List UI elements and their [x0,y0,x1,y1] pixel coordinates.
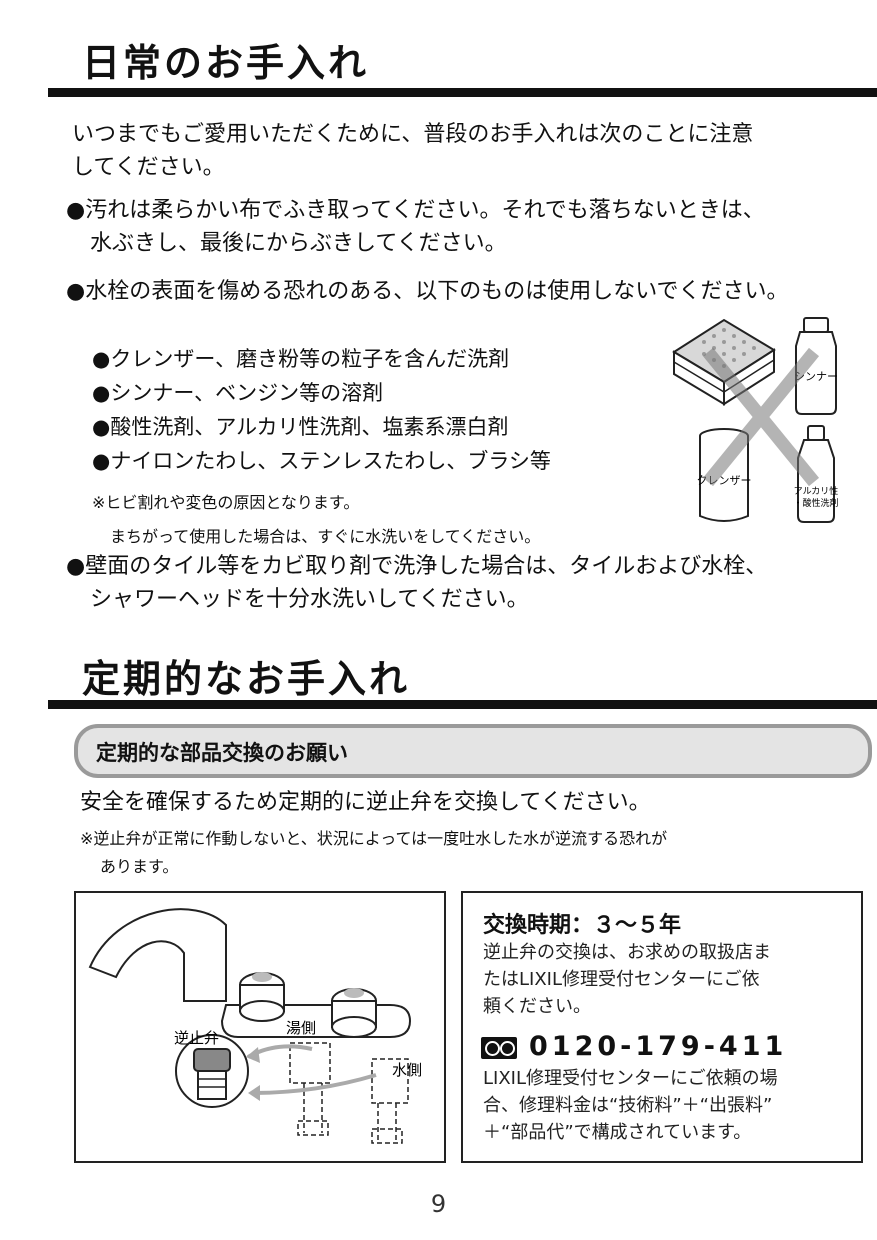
bullet-tile: ●壁面のタイル等をカビ取り剤で洗浄した場合は、タイルおよび水栓、 [66,554,768,579]
check-valve-label: 逆止弁 [174,1029,219,1047]
page-number: 9 [430,1190,447,1218]
replacement-info-text: 逆止弁の交換は、お求めの取扱店ま たはLIXIL修理受付センターにご依 頼くださ… [483,942,771,1017]
prohibited-item: ●シンナー、ベンジン等の溶剤 [92,381,384,405]
bullet-wipe: ●汚れは柔らかい布でふき取ってください。それでも落ちないときは、 [66,198,765,223]
alkali-label: アルカリ性 [794,485,839,497]
hot-handle-icon [239,972,285,1022]
bullet-wipe-cont: 水ぶきし、最後にからぶきしてください。 [90,231,507,256]
bullet-tile-cont: シャワーヘッドを十分水洗いしてください。 [90,587,529,612]
title-rule [48,88,877,97]
phone-number[interactable]: 0120-179-411 [529,1031,788,1062]
replacement-text: 安全を確保するため定期的に逆止弁を交換してください。 [80,790,651,815]
alkali-label-cont: ・酸性洗剤 [793,497,838,509]
prohibited-item: ●クレンザー、磨き粉等の粒子を含んだ洗剤 [92,347,510,371]
intro-text-cont: してください。 [72,155,225,180]
bullet-prohibited: ●水栓の表面を傷める恐れのある、以下のものは使用しないでください。 [66,279,789,304]
arrow-head-icon [248,1085,260,1101]
section-title-periodic-care: 定期的なお手入れ [82,657,411,701]
check-valve-icon [175,1034,249,1108]
warning-note: ※逆止弁が正常に作動しないと、状況によっては一度吐水した水が逆流する恐れが [80,829,668,848]
prohibited-item: ●酸性洗剤、アルカリ性洗剤、塩素系漂白剤 [92,415,509,439]
sponge-icon [672,318,776,406]
arrow-head-icon [246,1047,260,1063]
subsection-header: 定期的な部品交換のお願い [74,724,872,778]
cleanser-can-icon: クレンザー [697,428,752,522]
arrow-icon [247,1044,377,1095]
note-text: ※ヒビ割れや変色の原因となります。 [92,493,360,512]
warning-note-cont: あります。 [100,857,179,876]
water-side-label: 水側 [392,1061,422,1079]
intro-text: いつまでもご愛用いただくために、普段のお手入れは次のことに注意 [72,122,754,147]
pipes-hidden [289,1042,409,1144]
replacement-period: 交換時期：３～５年 [483,913,682,938]
prohibited-cleaners-illustration: シンナー クレンザー アルカリ性 ・酸性洗剤 [672,317,839,523]
cold-handle-icon [331,988,377,1038]
free-dial-icon [481,1037,517,1059]
subsection-title: 定期的な部品交換のお願い [96,741,348,765]
faucet-diagram: 逆止弁 湯側 水側 [88,908,422,1144]
prohibited-item: ●ナイロンたわし、ステンレスたわし、ブラシ等 [92,449,551,473]
alkali-bottle-icon: アルカリ性 ・酸性洗剤 [793,425,839,523]
fee-note: LIXIL修理受付センターにご依頼の場 合、修理料金は“技術料”＋“出張料” ＋… [483,1068,778,1143]
faucet-diagram-box: 逆止弁 湯側 水側 [74,891,446,1163]
hot-side-label: 湯側 [286,1019,316,1037]
prohibited-cross-icon [702,347,820,487]
section-title-daily-care: 日常のお手入れ [82,41,370,85]
spout-icon [88,908,227,1002]
replacement-info-box: 交換時期：３～５年 逆止弁の交換は、お求めの取扱店ま たはLIXIL修理受付セン… [461,891,863,1163]
title-rule [48,700,877,709]
note-text-cont: まちがって使用した場合は、すぐに水洗いをしてください。 [110,527,541,546]
